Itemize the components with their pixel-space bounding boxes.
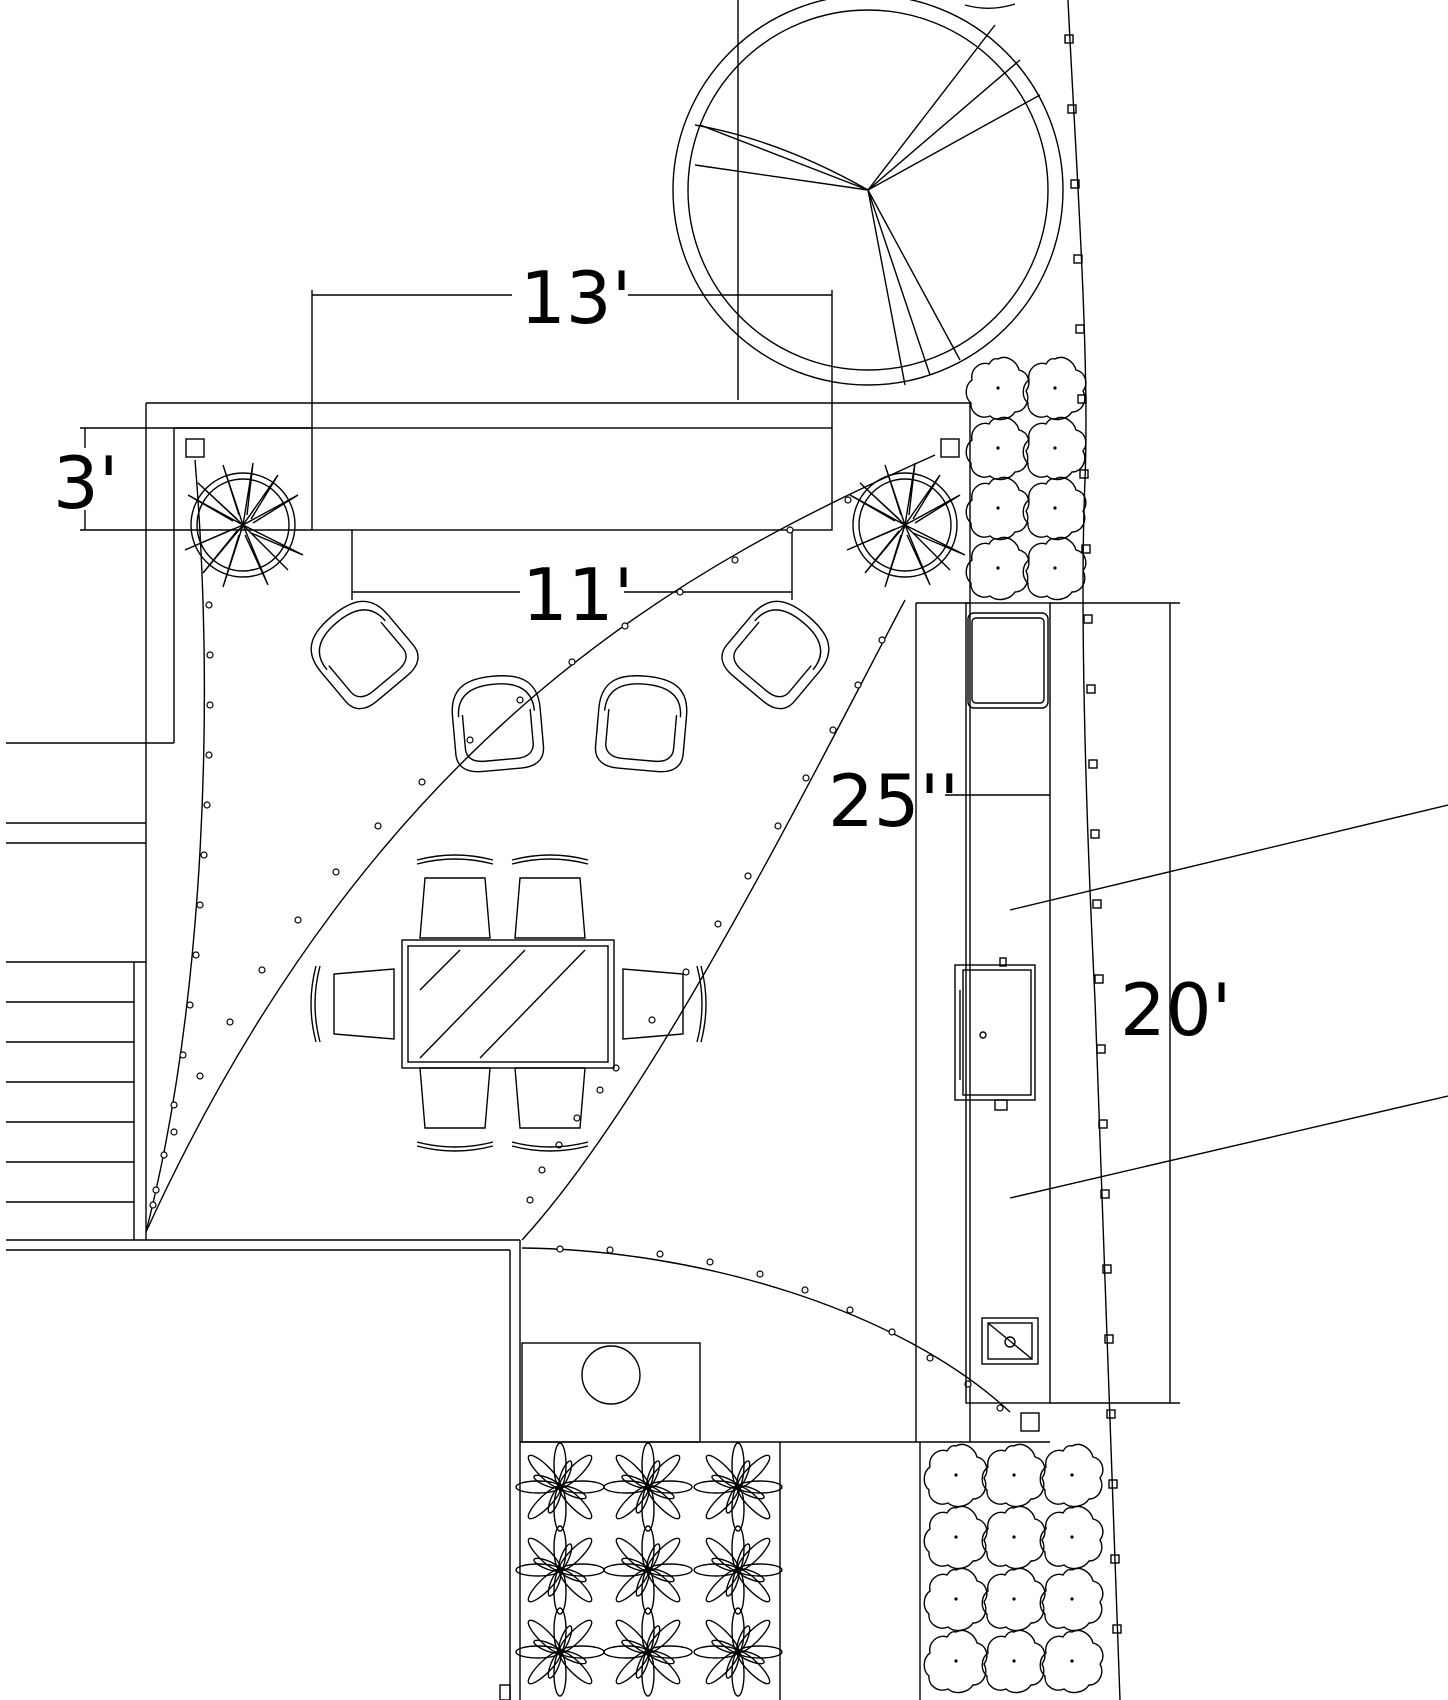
sink-icon: [981, 1317, 1039, 1365]
leader-lines: [1009, 804, 1448, 1199]
refrigerator-icon: [967, 612, 1049, 709]
dimension-label-counter-length: 20': [1120, 968, 1231, 1052]
lounge-chair-4: [713, 587, 843, 718]
dimension-bench-depth: [80, 427, 312, 531]
kitchen-counter: [965, 602, 1180, 1404]
dining-chair-left: [310, 965, 395, 1043]
dimension-label-inner-width: 11': [522, 553, 633, 637]
grill-icon: [954, 957, 1036, 1111]
dimension-label-bench-depth: 3': [53, 441, 119, 525]
fire-pit: [521, 1342, 701, 1443]
boundary-light-posts: [1064, 34, 1122, 1634]
planter-left: [184, 462, 304, 588]
lounge-chair-3: [593, 671, 691, 775]
dimension-label-top-width: 13': [520, 256, 631, 340]
shrub-group-top: [965, 356, 1087, 601]
dining-chair-top-right: [511, 854, 589, 939]
lounge-chair-2: [448, 671, 546, 775]
lounge-chair-1: [297, 587, 427, 718]
planter-right: [846, 462, 966, 588]
dimension-top-width: [311, 290, 833, 428]
dining-chair-bottom-right: [511, 1067, 589, 1152]
dimension-label-counter-depth: 25'': [828, 759, 959, 843]
string-lights: [145, 454, 1011, 1413]
light-post-top-right: [940, 438, 960, 458]
string-lights-boundary: [1067, 0, 1121, 1700]
bench: [311, 427, 833, 600]
umbrella-icon: [672, 0, 1064, 400]
light-post-kitchen: [1020, 1412, 1040, 1432]
light-post-top-left: [185, 438, 205, 458]
dining-chair-bottom-left: [416, 1067, 494, 1152]
dining-chair-right: [622, 965, 707, 1043]
dining-table-icon: [401, 939, 615, 1069]
agave-bed: [515, 1442, 783, 1700]
shrub-group-bottom: [919, 1442, 1104, 1700]
dining-chair-top-left: [416, 854, 494, 939]
